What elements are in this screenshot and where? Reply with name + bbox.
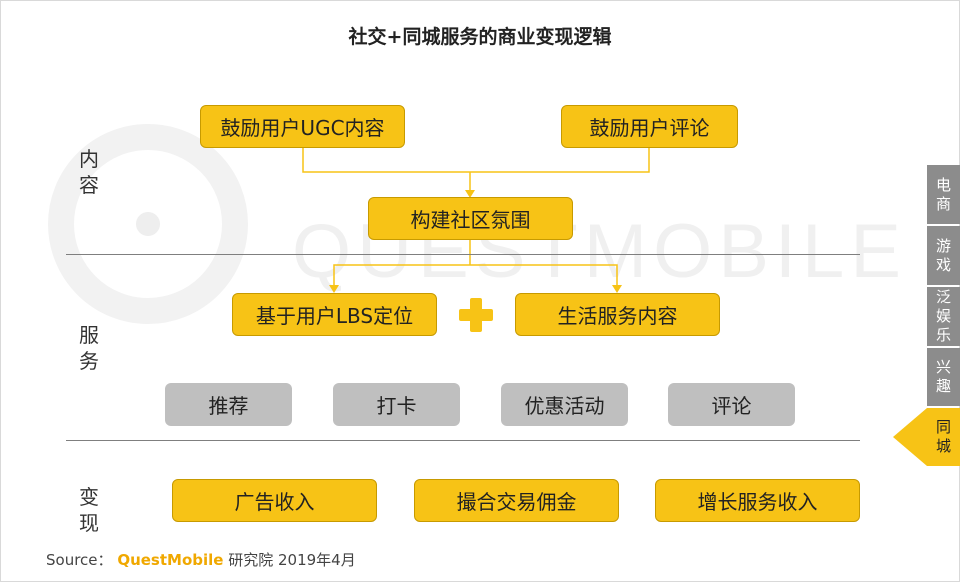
tab-char: 同 [935,418,951,436]
box-encourage-comment: 鼓励用户评论 [561,105,738,148]
tab-char: 戏 [935,255,951,274]
box-lbs-location: 基于用户LBS定位 [232,293,437,336]
box-transaction-commission: 撮合交易佣金 [414,479,619,522]
section-label-char: 内 [79,147,99,171]
page-title: 社交+同城服务的商业变现逻辑 [348,26,612,48]
divider-line [66,254,860,255]
connector-bottom [333,264,618,286]
feature-checkin: 打卡 [333,383,460,426]
active-tab-pointer-icon [893,408,927,466]
feature-comment: 评论 [668,383,795,426]
arrowhead-community [465,190,475,198]
section-label-monetize: 变 现 [76,484,102,536]
feature-recommend: 推荐 [165,383,292,426]
tab-ecommerce[interactable]: 电 商 [927,165,960,224]
source-suffix: 研究院 2019年4月 [228,551,356,569]
section-label-char: 服 [79,323,99,347]
section-label-content: 内 容 [76,146,102,198]
divider-line [66,440,860,441]
source-prefix: Source： [46,551,113,569]
section-label-char: 现 [79,511,99,535]
tab-games[interactable]: 游 戏 [927,226,960,285]
connector-top [302,148,650,173]
tab-char: 游 [935,236,951,255]
tab-char: 城 [935,437,951,455]
watermark-logo-dot [136,212,160,236]
box-encourage-ugc: 鼓励用户UGC内容 [200,105,405,148]
arrowhead-lbs [329,285,339,293]
box-value-added-revenue: 增长服务收入 [655,479,860,522]
section-label-service: 服 务 [76,322,102,374]
box-ad-revenue: 广告收入 [172,479,377,522]
tab-char: 趣 [935,377,951,395]
source-note: Source： QuestMobile 研究院 2019年4月 [46,549,356,570]
tab-char: 电 [935,175,951,194]
feature-promotions: 优惠活动 [501,383,628,426]
tab-char: 兴 [935,358,951,376]
source-brand: QuestMobile [117,551,224,569]
box-build-community: 构建社区氛围 [368,197,573,240]
tab-char: 娱 [935,307,951,325]
tab-char: 泛 [935,288,951,306]
tab-char: 商 [935,194,951,213]
tab-interests[interactable]: 兴 趣 [927,348,960,406]
box-life-services: 生活服务内容 [515,293,720,336]
plus-icon [459,298,493,332]
section-label-char: 容 [79,173,99,197]
section-label-char: 务 [79,349,99,373]
tab-local-city[interactable]: 同 城 [927,408,960,466]
arrowhead-life [612,285,622,293]
tab-entertainment[interactable]: 泛 娱 乐 [927,287,960,346]
tab-char: 乐 [935,326,951,344]
section-label-char: 变 [79,485,99,509]
